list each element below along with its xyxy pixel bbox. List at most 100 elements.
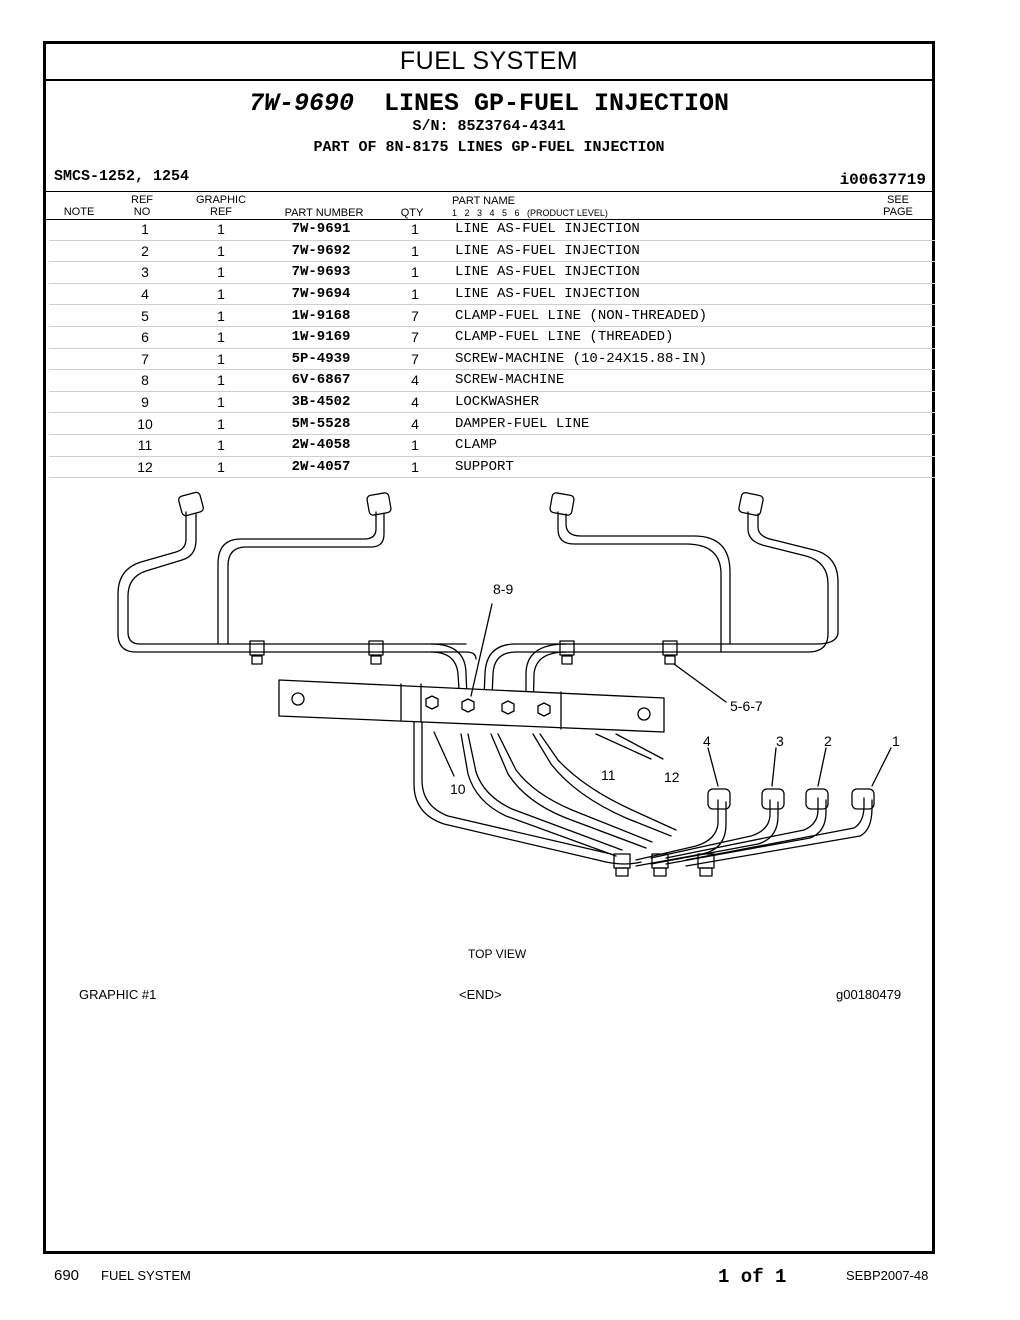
part-of-line: PART OF 8N-8175 LINES GP-FUEL INJECTION — [313, 139, 665, 156]
ref-no-cell: 9 — [115, 391, 175, 414]
col-ref-no-line1: REF — [131, 194, 153, 206]
part-name-cell: CLAMP-FUEL LINE (NON-THREADED) — [455, 304, 935, 327]
graphic-ref-cell: 1 — [175, 261, 267, 284]
callout-10: 10 — [450, 781, 466, 797]
graphic-id: g00180479 — [836, 987, 902, 1002]
graphic-ref-cell: 1 — [175, 219, 267, 241]
graphic-ref-cell: 1 — [175, 240, 267, 263]
graphic-ref-cell: 1 — [175, 412, 267, 435]
note-cell — [49, 219, 115, 241]
section-title: FUEL SYSTEM — [46, 44, 932, 81]
ref-no-cell: 12 — [115, 456, 175, 479]
col-product-level: 1 2 3 4 5 6 (PRODUCT LEVEL) — [452, 208, 608, 218]
note-cell — [49, 283, 115, 306]
graphic-ref-cell: 1 — [175, 326, 267, 349]
callout-2: 2 — [824, 733, 832, 749]
part-number-cell: 5M-5528 — [267, 412, 375, 435]
part-name-cell: LINE AS-FUEL INJECTION — [455, 240, 935, 263]
ref-no-cell: 8 — [115, 369, 175, 392]
note-cell — [49, 369, 115, 392]
col-ref-no-line2: NO — [133, 206, 151, 218]
note-cell — [49, 391, 115, 414]
footer-doc-id: SEBP2007-48 — [846, 1268, 929, 1283]
qty-cell: 7 — [375, 326, 455, 349]
ref-no-cell: 1 — [115, 219, 175, 241]
graphic-ref-cell: 1 — [175, 369, 267, 392]
col-graphic-ref-line1: GRAPHIC — [195, 194, 247, 206]
note-cell — [49, 434, 115, 457]
qty-cell: 1 — [375, 261, 455, 284]
part-name-cell: LINE AS-FUEL INJECTION — [455, 261, 935, 284]
footer-section: FUEL SYSTEM — [101, 1268, 191, 1283]
qty-cell: 1 — [375, 456, 455, 479]
parts-illustration: 8-9 5-6-7 4 3 2 1 11 12 10 TOP VIEW — [117, 491, 900, 961]
part-name-cell: LINE AS-FUEL INJECTION — [455, 219, 935, 241]
part-number-cell: 2W-4057 — [267, 456, 375, 479]
note-cell — [49, 261, 115, 284]
callout-11: 11 — [601, 767, 616, 783]
callout-1: 1 — [892, 733, 900, 749]
part-name-cell: CLAMP — [455, 434, 935, 457]
graphic-ref-cell: 1 — [175, 304, 267, 327]
part-name-cell: SUPPORT — [455, 456, 935, 479]
col-graphic-ref-line2: REF — [210, 206, 232, 218]
col-see-page-line2: PAGE — [883, 206, 913, 218]
group-part-number: 7W-9690 — [248, 89, 354, 118]
qty-cell: 1 — [375, 283, 455, 306]
footer-page-number: 690 — [54, 1267, 80, 1284]
ref-no-cell: 10 — [115, 412, 175, 435]
end-marker: <END> — [459, 987, 502, 1002]
part-name-cell: CLAMP-FUEL LINE (THREADED) — [455, 326, 935, 349]
part-number-cell: 6V-6867 — [267, 369, 375, 392]
smcs-code: SMCS-1252, 1254 — [54, 168, 190, 185]
illustration-id: i00637719 — [839, 171, 926, 189]
qty-cell: 1 — [375, 240, 455, 263]
qty-cell: 1 — [375, 219, 455, 241]
col-part-name: PART NAME — [452, 195, 515, 207]
part-name-cell: LOCKWASHER — [455, 391, 935, 414]
part-number-cell: 7W-9691 — [267, 219, 375, 241]
injector-fittings-top — [178, 491, 764, 517]
note-cell — [49, 456, 115, 479]
part-number-cell: 1W-9168 — [267, 304, 375, 327]
callout-5-6-7: 5-6-7 — [730, 698, 763, 714]
col-note: NOTE — [63, 206, 95, 218]
col-graphic-ref: GRAPHIC REF — [186, 194, 256, 218]
part-number-cell: 7W-9693 — [267, 261, 375, 284]
part-number-cell: 7W-9692 — [267, 240, 375, 263]
ref-no-cell: 4 — [115, 283, 175, 306]
note-cell — [49, 412, 115, 435]
part-name-cell: SCREW-MACHINE (10-24X15.88-IN) — [455, 348, 935, 371]
note-cell — [49, 240, 115, 263]
part-name-cell: SCREW-MACHINE — [455, 369, 935, 392]
callout-3: 3 — [776, 733, 784, 749]
col-qty: QTY — [400, 207, 424, 219]
part-name-cell: DAMPER-FUEL LINE — [455, 412, 935, 435]
callout-labels: 8-9 5-6-7 4 3 2 1 11 12 10 TOP VIEW — [450, 581, 900, 961]
part-number-cell: 5P-4939 — [267, 348, 375, 371]
qty-cell: 7 — [375, 304, 455, 327]
part-name-cell: LINE AS-FUEL INJECTION — [455, 283, 935, 306]
graphic-ref-cell: 1 — [175, 456, 267, 479]
footer-page-of: 1 of 1 — [718, 1266, 787, 1288]
col-ref-no: REF NO — [118, 194, 166, 218]
part-number-cell: 2W-4058 — [267, 434, 375, 457]
ref-no-cell: 11 — [115, 434, 175, 457]
col-see-page-line1: SEE — [886, 194, 909, 206]
note-cell — [49, 348, 115, 371]
col-see-page: SEE PAGE — [874, 194, 922, 218]
ref-no-cell: 5 — [115, 304, 175, 327]
serial-number-line: S/N: 85Z3764-4341 — [412, 118, 566, 135]
ref-no-cell: 2 — [115, 240, 175, 263]
